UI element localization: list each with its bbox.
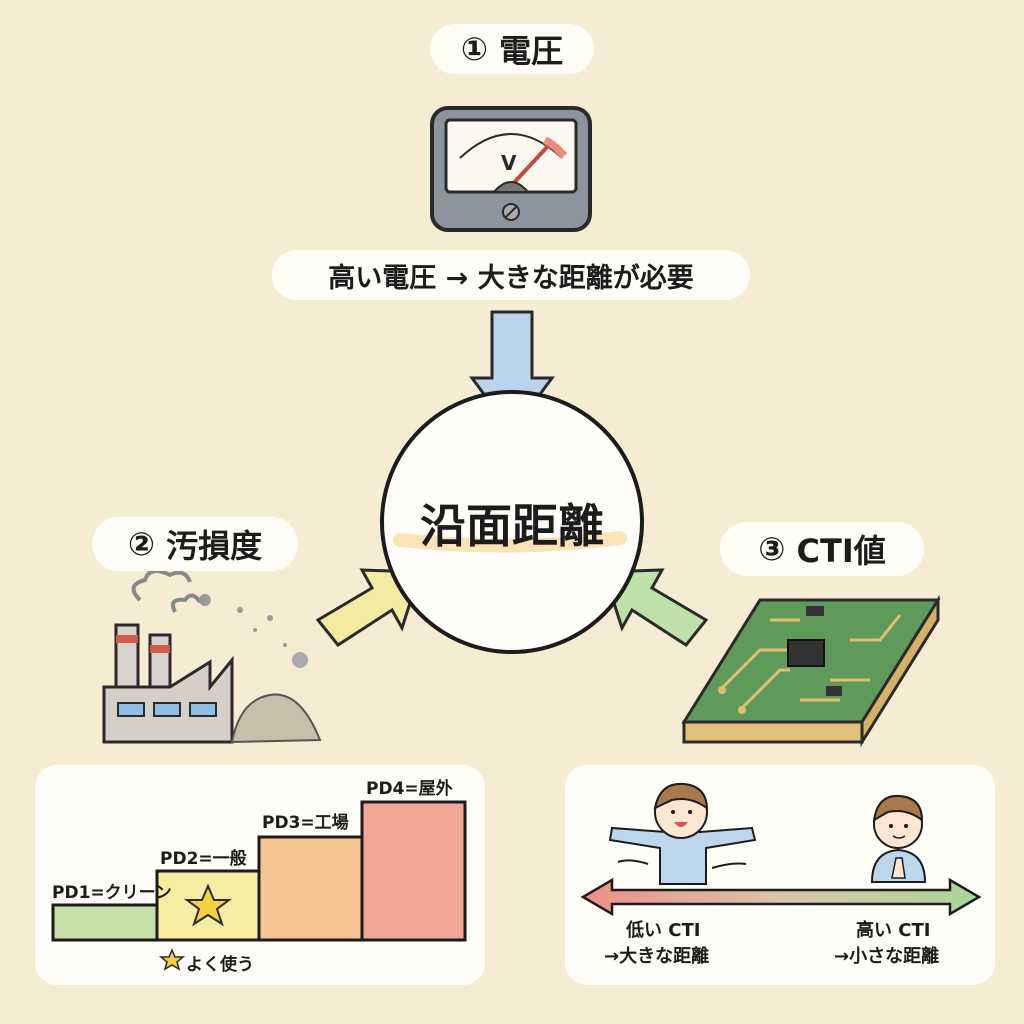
bar-pd3 [257, 835, 364, 942]
circuit-board-icon [681, 594, 941, 748]
factor-title-voltage: ① 電圧 [430, 24, 594, 74]
level-label-pd1: PD1=クリーン [52, 883, 172, 903]
small-star-icon [158, 948, 186, 971]
factor-title-cti: ③ CTI値 [720, 522, 924, 576]
bar-pd4 [360, 800, 467, 942]
level-label-pd2: PD2=一般 [160, 849, 247, 869]
level-label-pd4: PD4=屋外 [366, 779, 453, 799]
child-hands-together-icon [870, 794, 927, 883]
factor-title: 汚損度 [166, 527, 263, 565]
high-cti-text: 高い CTI →小さな距離 [834, 918, 939, 970]
cti-scale-arrow [580, 877, 982, 917]
high-cti-line2: →小さな距離 [834, 946, 940, 967]
pollution-bar-chart [51, 800, 467, 971]
factor-title: 電圧 [499, 32, 564, 70]
factor-title: CTI値 [796, 532, 886, 570]
low-cti-line2: →大きな距離 [604, 946, 710, 967]
factor-number: ② [127, 525, 155, 563]
voltage-caption: 高い電圧 → 大きな距離が必要 [272, 250, 750, 300]
center-circle [380, 390, 644, 654]
factor-title-pollution: ② 汚損度 [92, 517, 298, 571]
star-icon [184, 883, 232, 927]
low-cti-line1: 低い CTI [626, 920, 701, 941]
factory-icon [102, 569, 322, 744]
high-cti-line1: 高い CTI [856, 920, 931, 941]
common-use-note: よく使う [186, 955, 254, 975]
level-label-pd3: PD3=工場 [262, 813, 349, 833]
child-wide-arms-icon [608, 782, 757, 885]
low-cti-text: 低い CTI →大きな距離 [604, 918, 709, 970]
center-label: 沿面距離 [420, 499, 604, 553]
bar-pd1 [51, 903, 159, 942]
svg-text:V: V [501, 151, 517, 175]
factor-number: ① [460, 30, 488, 68]
factor-number: ③ [758, 530, 786, 568]
voltmeter-icon: V [430, 106, 592, 232]
